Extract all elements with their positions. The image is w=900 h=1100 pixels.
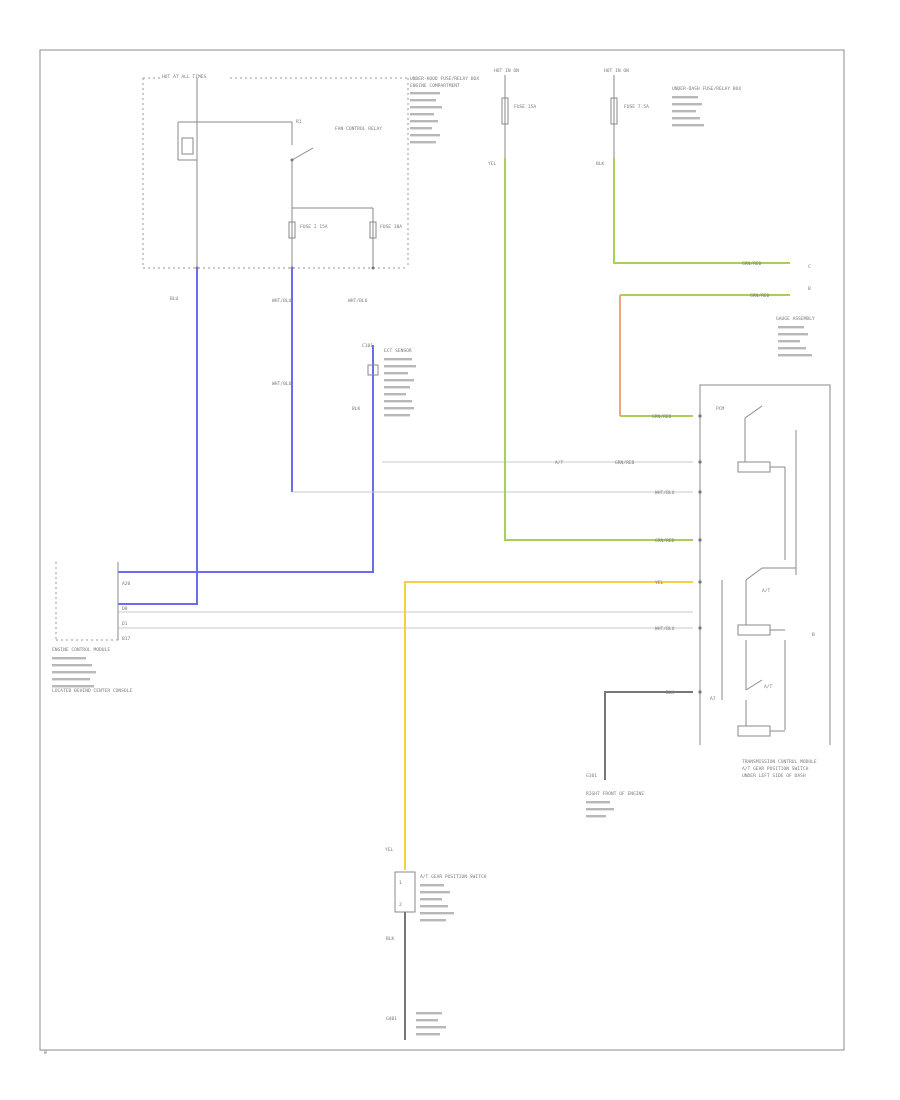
wire-label-wht-blu-1: WHT/BLU: [272, 298, 292, 304]
fuse-1-label: FUSE 2 15A: [300, 224, 328, 230]
wire-label-grn-red-3: GRN/RED: [750, 293, 770, 299]
relay-pin-text: R1: [296, 119, 302, 125]
ground-text-lines: [586, 801, 614, 818]
wire-label-blu-1: BLU: [170, 296, 179, 302]
tcm-note: UNDER LEFT SIDE OF DASH: [742, 773, 806, 779]
tcm-name: TRANSMISSION CONTROL MODULE: [742, 759, 817, 765]
wire-label-yel-1: YEL: [488, 161, 497, 167]
fuse-box-name: UNDER-HOOD FUSE/RELAY BOX: [410, 76, 479, 82]
ecm-pin-1: A20: [122, 581, 131, 587]
ecm-pin-4: B17: [122, 636, 131, 642]
signal-label-3: WHT/BLU: [655, 490, 675, 496]
ground-2-label: G401: [386, 1016, 397, 1022]
ecm-name: ENGINE CONTROL MODULE: [52, 647, 110, 653]
fuse-box-hot-label: HOT AT ALL TIMES: [162, 74, 206, 80]
ect-sensor: C101 ECT SENSOR BLK: [352, 343, 416, 417]
ecm-text-lines: [52, 657, 96, 688]
green-wire-1: [504, 158, 693, 541]
dash-fuse-text-lines: [672, 96, 704, 127]
wire-label-blk-ect: BLK: [352, 406, 361, 412]
wire-label-grn-red-2: GRN/RED: [742, 261, 762, 267]
wire-label-grn-red-1: GRN/RED: [655, 538, 675, 544]
signal-label-2: GRN/RED: [615, 460, 635, 466]
wire-label-blk-2: BLK: [666, 690, 675, 696]
green-wire-2: [613, 158, 790, 264]
gauge-name: GAUGE ASSEMBLY: [776, 316, 815, 322]
wire-label-yel-2: YEL: [655, 580, 664, 586]
fuse-4-label: FUSE 7.5A: [624, 104, 649, 110]
ect-text-lines: [384, 358, 416, 417]
ecm-pin-2: D8: [122, 606, 128, 612]
fuse-2-label: FUSE 30A: [380, 224, 402, 230]
relay-label: FAN CONTROL RELAY: [335, 126, 382, 132]
sensor2-name: A/T GEAR POSITION SWITCH: [742, 766, 809, 772]
transmission-control-module: PCM A/T B A/T A7 TRANSMISSION CONTR: [698, 384, 831, 779]
blue-wire-secondary: [118, 345, 374, 573]
tcm-top-label: PCM: [716, 406, 725, 412]
ect-sensor-label: ECT SENSOR: [384, 348, 412, 354]
lower-sensor-pin-2: 2: [399, 902, 402, 908]
hot-run-2-label: HOT IN ON: [604, 68, 629, 74]
ground-1-label: G101: [586, 773, 597, 779]
wire-label-blk-3: BLK: [386, 936, 395, 942]
lower-sensor-pin: 1: [399, 880, 402, 886]
wire-label-yel-3: YEL: [385, 847, 394, 853]
tcm-internal-1: A/T: [762, 588, 771, 594]
lower-sensor-name: A/T GEAR POSITION SWITCH: [420, 874, 487, 880]
ground-2-text-lines: [416, 1012, 446, 1036]
fuse-3-label: FUSE 15A: [514, 104, 536, 110]
fuse-box-text-lines: [410, 92, 442, 144]
blue-wire-main: [118, 268, 198, 605]
signal-label-1: A/T: [555, 460, 564, 466]
ecm-pin-3: D1: [122, 621, 128, 627]
footer-text: W: [44, 1050, 47, 1056]
under-hood-fuse-box: HOT AT ALL TIMES UNDER-HOOD FUSE/RELAY B…: [142, 74, 479, 270]
wire-label-grn: BLK: [596, 161, 605, 167]
lower-sensor: 1 2 A/T GEAR POSITION SWITCH BLK G401: [386, 871, 487, 1040]
wire-label-grn-red-4: GRN/RED: [652, 414, 672, 420]
signal-label-4: WHT/BLU: [655, 626, 675, 632]
fuse-box-note: ENGINE COMPARTMENT: [410, 83, 460, 89]
orange-green-wire: GRN/RED GRN/RED C B GAUGE ASSEMBLY: [619, 264, 815, 420]
tcm-internal-3: A/T: [764, 684, 773, 690]
hot-run-1-label: HOT IN ON: [494, 68, 519, 74]
lower-sensor-text-lines: [420, 884, 454, 922]
yellow-wire: YEL YEL: [385, 580, 693, 870]
ect-connector-label: C101: [362, 343, 373, 349]
wire-label-wht-blu-3: WHT/BLU: [272, 381, 292, 387]
hot-run-fuse-1: HOT IN ON FUSE 15A YEL GRN/RED: [488, 68, 693, 544]
ground-wire-right: BLK G101 RIGHT FRONT OF ENGINE: [586, 690, 693, 818]
ecm-note: LOCATED BEHIND CENTER CONSOLE: [52, 688, 132, 694]
diagram-frame: [39, 49, 845, 1051]
blue-wires: BLU WHT/BLU WHT/BLU WHT/BLU: [118, 268, 693, 605]
dash-fuse-name: UNDER-DASH FUSE/RELAY BOX: [672, 86, 741, 92]
tcm-pin-label: A7: [710, 696, 716, 702]
engine-control-module: A20 D8 D1 B17 ENGINE CONTROL MODULE LOCA…: [52, 562, 132, 694]
wire-label-wht-blu-2: WHT/BLU: [348, 298, 368, 304]
ground-note: RIGHT FRONT OF ENGINE: [586, 791, 644, 797]
hot-run-fuse-2: HOT IN ON FUSE 7.5A UNDER-DASH FUSE/RELA…: [596, 68, 790, 267]
gauge-pin-1: C: [808, 264, 811, 270]
gauge-text-lines: [778, 326, 812, 357]
gauge-pin-2: B: [808, 286, 811, 292]
tcm-internal-2: B: [812, 632, 815, 638]
